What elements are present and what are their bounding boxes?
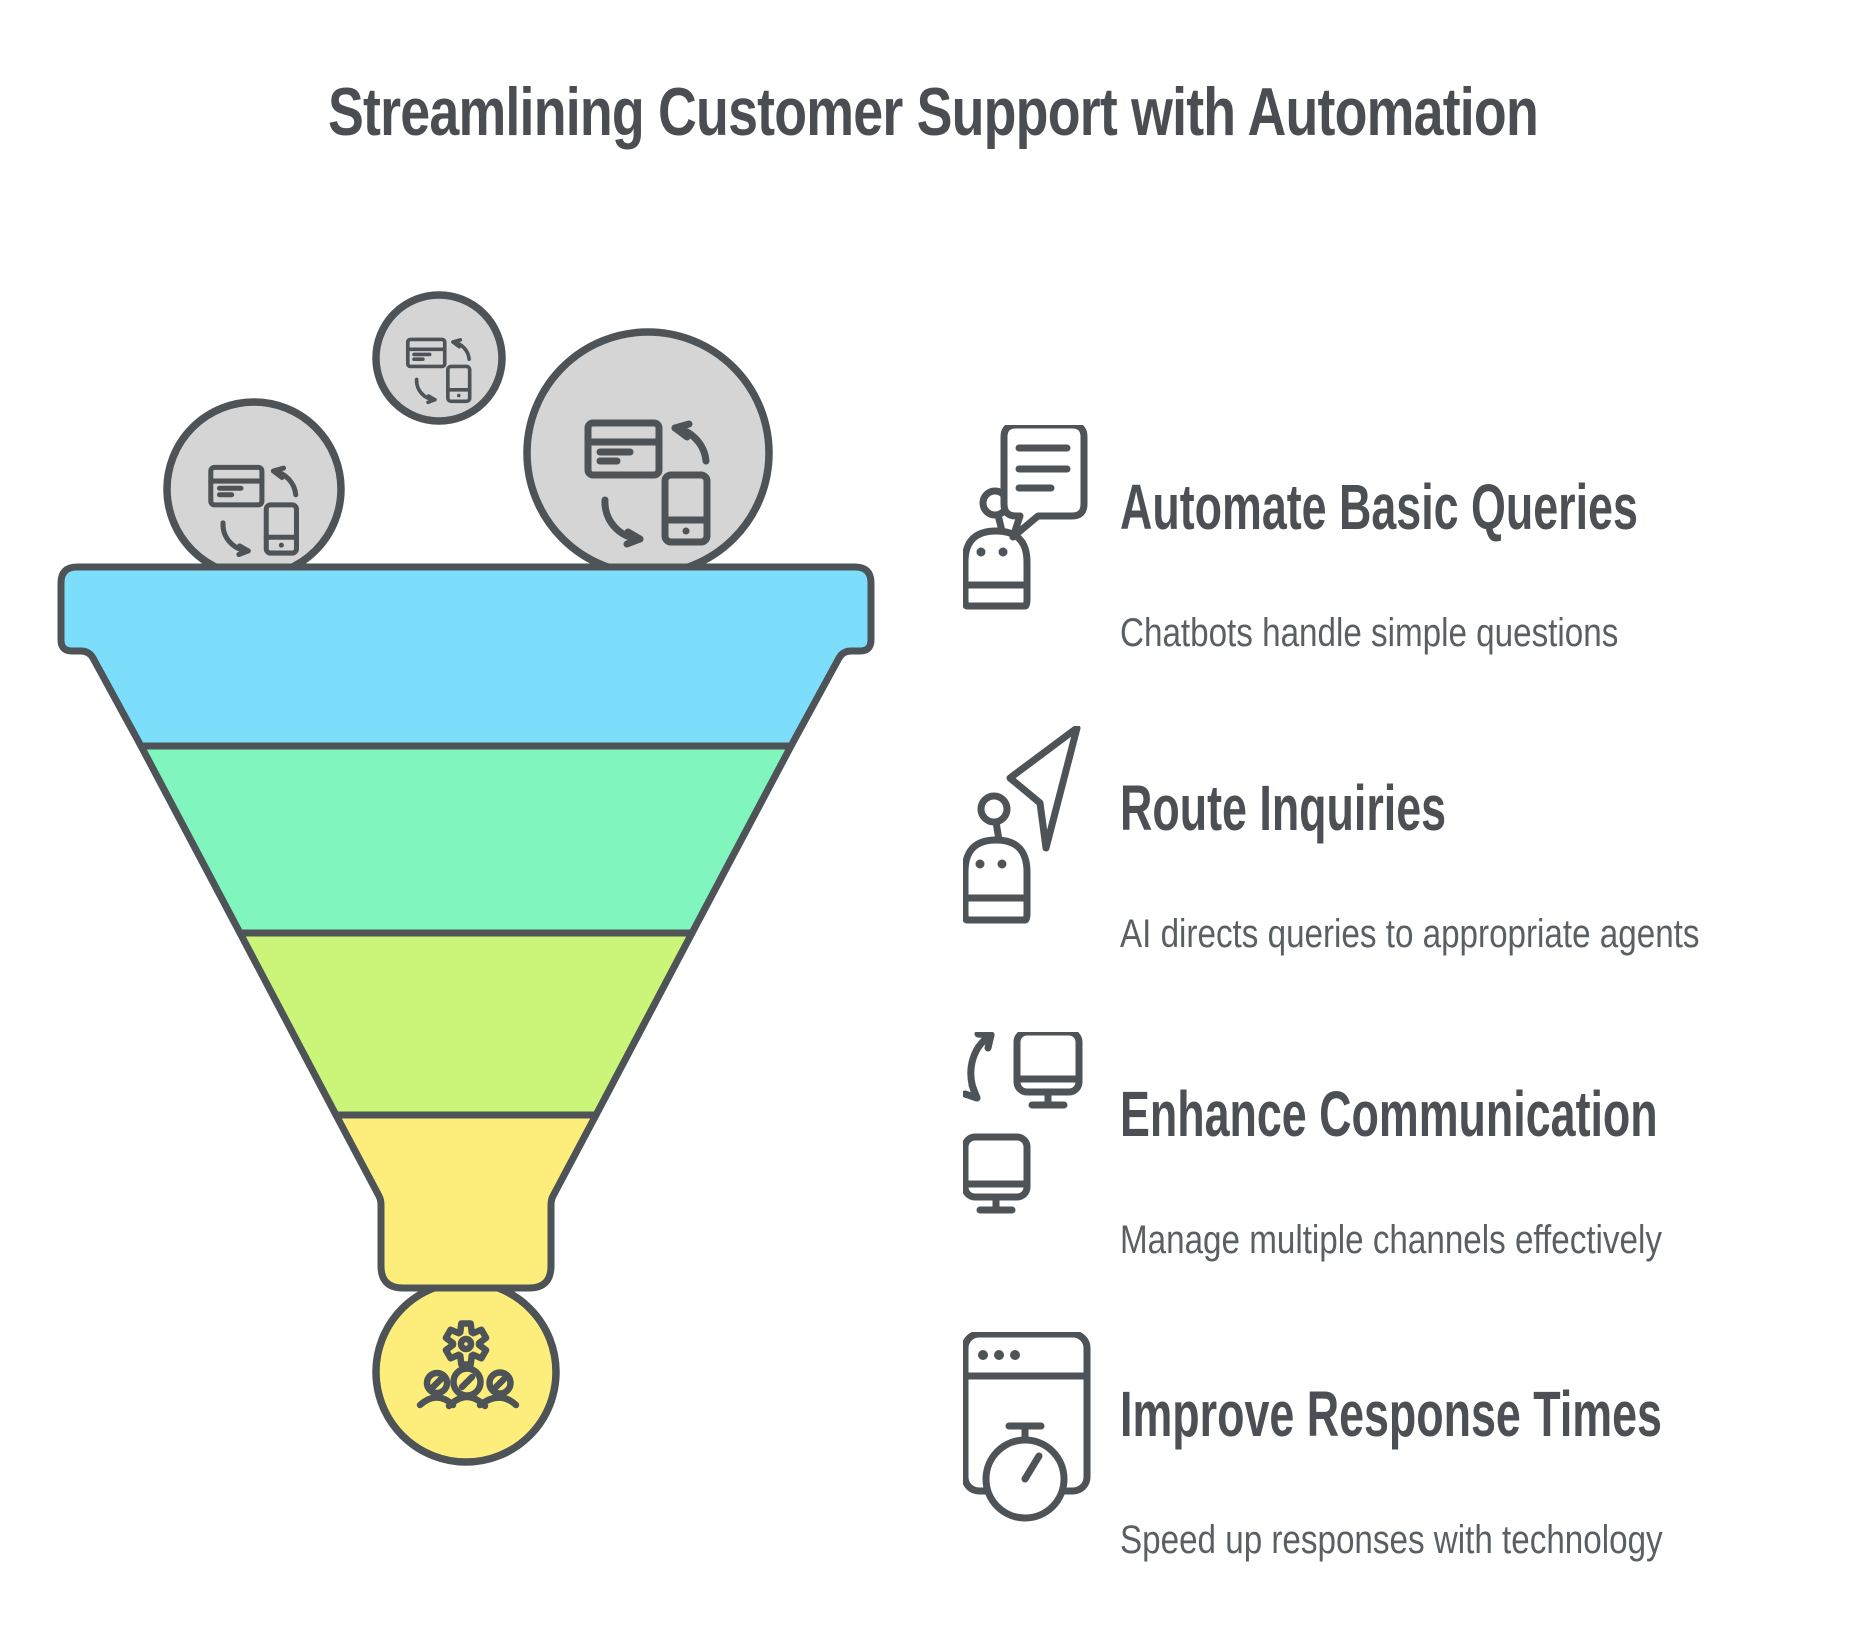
feature-item-route-inquiries: Route Inquiries AI directs queries to ap…: [963, 726, 1863, 1006]
item-title: Route Inquiries: [1120, 772, 1447, 844]
feature-item-improve-response-times: Improve Response Times Speed up response…: [963, 1332, 1863, 1612]
item-title: Enhance Communication: [1120, 1078, 1658, 1150]
funnel-input-bubble-left: [163, 398, 345, 580]
item-subtitle: Speed up responses with technology: [1120, 1518, 1663, 1562]
item-subtitle: Chatbots handle simple questions: [1120, 611, 1619, 655]
chatbot-route-icon: [963, 726, 1081, 924]
item-subtitle: AI directs queries to appropriate agents: [1120, 912, 1700, 956]
item-title: Automate Basic Queries: [1120, 471, 1638, 543]
screens-sync-icon: [963, 1032, 1083, 1214]
funnel-stage-3: [236, 929, 696, 1119]
gear-team-icon: [416, 1320, 520, 1410]
funnel-input-bubble-right: [523, 328, 773, 578]
funnel-input-bubble-small: [372, 291, 506, 425]
funnel-stage-2: [137, 742, 795, 937]
chatbot-message-icon: [963, 425, 1088, 610]
browser-stopwatch-icon: [963, 1332, 1091, 1522]
feature-item-automate-basic-queries: Automate Basic Queries Chatbots handle s…: [963, 425, 1863, 705]
page-title: Streamlining Customer Support with Autom…: [328, 74, 1539, 150]
item-subtitle: Manage multiple channels effectively: [1120, 1218, 1662, 1262]
funnel-stage-1: [57, 563, 875, 750]
funnel-stage-4: [332, 1111, 600, 1292]
item-title: Improve Response Times: [1120, 1378, 1662, 1450]
feature-item-enhance-communication: Enhance Communication Manage multiple ch…: [963, 1032, 1863, 1312]
